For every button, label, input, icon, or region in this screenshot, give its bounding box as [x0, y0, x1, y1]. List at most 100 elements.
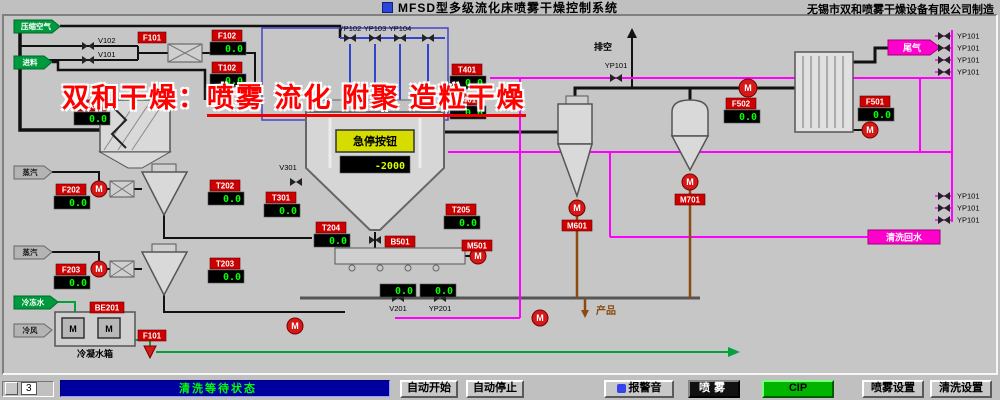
- heat-exchanger: [794, 51, 854, 133]
- motor-label: M: [866, 125, 874, 135]
- pump-2[interactable]: [97, 317, 121, 339]
- feed-arrow-cold-air: [13, 323, 53, 338]
- instrument-t203: T203 0.0: [207, 257, 245, 284]
- motor-label: M: [95, 264, 103, 274]
- auto-start-button[interactable]: 自动开始: [400, 379, 458, 398]
- tower-shading: [328, 118, 422, 168]
- tag-label: T301: [272, 194, 291, 203]
- tag-label: T205: [452, 206, 471, 215]
- heater-f102: [167, 43, 203, 63]
- alarm-sound-button[interactable]: 报警音: [604, 379, 674, 398]
- pipe-feed: [52, 60, 207, 100]
- tag-be201: BE201: [89, 301, 125, 314]
- tag-label: T202: [216, 182, 235, 191]
- valve-label: YP104: [389, 24, 412, 33]
- tag-label: M601: [567, 222, 588, 231]
- valve-label: YP101: [957, 68, 980, 77]
- fan-f501[interactable]: M: [861, 121, 879, 139]
- fan-fb1[interactable]: M: [90, 180, 108, 198]
- vent-arrowhead: [627, 28, 637, 38]
- tag-label: F101: [143, 34, 162, 43]
- instrument-f501: F501 0.0: [857, 95, 895, 122]
- valve-label: YP101: [957, 56, 980, 65]
- motor-label: M: [686, 177, 694, 187]
- list-icon[interactable]: [5, 382, 18, 395]
- control-bar: 3 清洗等待状态 自动开始 自动停止 报警音 喷雾 CIP 喷雾设置 清洗设置: [2, 379, 998, 398]
- tag-label: M701: [680, 196, 701, 205]
- hx-fins: [802, 56, 844, 128]
- bag-filter-zigzag: [110, 105, 128, 149]
- spray-button[interactable]: 喷雾: [688, 379, 740, 398]
- vent-label: 排空: [594, 41, 612, 52]
- led-value: 0.0: [223, 194, 241, 205]
- tag-label: T203: [216, 260, 235, 269]
- cyclone-left-1: [140, 163, 189, 217]
- motor-conveyor-2[interactable]: M: [531, 309, 549, 327]
- fan-f502[interactable]: M: [738, 78, 758, 98]
- instrument-t102: T102 0.0: [209, 61, 247, 88]
- bag-filter-body: [99, 99, 171, 153]
- page-title: MFSD型多级流化床喷雾干燥控制系统: [398, 1, 618, 15]
- estop-button[interactable]: [335, 129, 415, 153]
- status-text: 清洗等待状态: [179, 383, 257, 395]
- cyclone-cap: [151, 163, 177, 173]
- led-value: 0.0: [223, 272, 241, 283]
- valve-label: V102: [98, 36, 116, 45]
- motor-m701[interactable]: M: [681, 173, 699, 191]
- pump-f101[interactable]: [143, 345, 157, 360]
- pump-2-label: M: [105, 324, 113, 334]
- spray-settings-button[interactable]: 喷雾设置: [862, 379, 924, 398]
- tag-label: F401: [458, 96, 477, 105]
- alarm-sound-label: 报警音: [628, 382, 662, 394]
- panel-bevel-light: [3, 15, 998, 375]
- led-value: 0.0: [465, 108, 483, 119]
- motor-conveyor-1[interactable]: M: [286, 317, 304, 335]
- feed-label: 冷冻水: [22, 297, 45, 307]
- instrument-f202: F202 0.0: [53, 183, 91, 210]
- cip-return-box: [867, 229, 941, 245]
- valve-label: YP103: [364, 24, 387, 33]
- hopper-silo: [670, 99, 710, 172]
- motor-label: M: [573, 203, 581, 213]
- tag-label: M501: [467, 242, 488, 251]
- pump-1-label: M: [69, 324, 77, 334]
- feed-arrow-steam2: [13, 245, 53, 260]
- tag-label: F101: [143, 332, 162, 341]
- cip-return-line: [609, 152, 868, 238]
- cyclone-cap: [565, 95, 589, 105]
- feed-label: 进料: [23, 57, 38, 67]
- fan-fb2[interactable]: M: [90, 260, 108, 278]
- tag-f101-pump: F101: [137, 329, 167, 342]
- condensate-tank: M M: [54, 311, 136, 347]
- cyclone-cone: [556, 143, 593, 199]
- pump-1[interactable]: [61, 317, 85, 339]
- fan-m501[interactable]: M: [469, 247, 487, 265]
- pipe-compressed-air: [60, 24, 342, 38]
- tag-f101-top: F101: [137, 31, 167, 44]
- bag-filter-hopper: [98, 151, 172, 169]
- cip-button[interactable]: CIP: [762, 379, 834, 398]
- instruments: F102 0.0 T102 0.0 T201 0.0 F202 0.0 F203…: [53, 29, 895, 342]
- valve-label: YP101: [957, 216, 980, 225]
- cyclone-cone: [140, 251, 189, 297]
- fluid-bed: [334, 247, 466, 272]
- app-icon: [382, 2, 393, 13]
- led-value: 0.0: [279, 206, 297, 217]
- screen-counter: 3: [2, 380, 54, 397]
- instrument-v201: 0.0 V201: [379, 283, 417, 313]
- valve-label: YP101: [605, 61, 628, 70]
- silo-cone: [670, 135, 710, 172]
- tag-label: F102: [218, 32, 237, 41]
- pipe-valve-drops: [349, 44, 429, 100]
- instrument-f102: F102 0.0: [209, 29, 247, 56]
- heater-cross: [109, 180, 135, 198]
- motor-m601[interactable]: M: [568, 199, 586, 217]
- condensate-tank-label: 冷凝水箱: [77, 348, 113, 359]
- led-value: 0.0: [435, 286, 453, 297]
- heater-fb1: [109, 180, 135, 198]
- auto-stop-button[interactable]: 自动停止: [466, 379, 524, 398]
- clean-settings-button[interactable]: 清洗设置: [930, 379, 992, 398]
- valve-label: YP102: [339, 24, 362, 33]
